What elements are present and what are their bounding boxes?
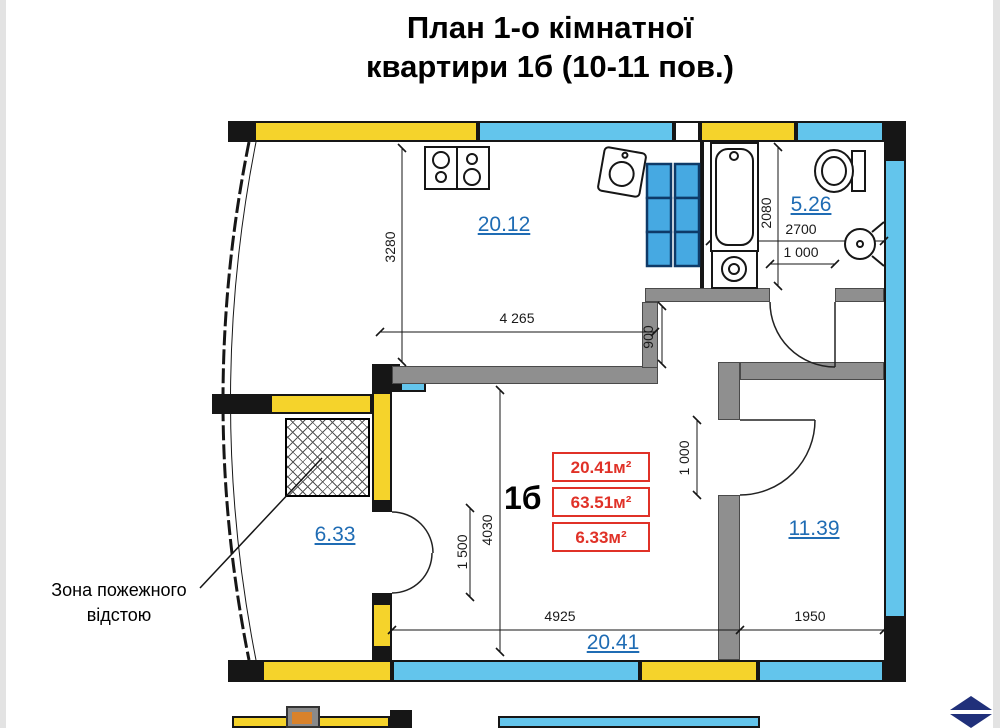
wall-segment: [884, 618, 906, 682]
dim-living-depth: 4030: [479, 514, 495, 546]
next-plan-fragment: [498, 716, 760, 728]
dim-bath-width: 2700: [785, 221, 817, 237]
interior-wall: [835, 288, 884, 302]
wall-segment: [372, 392, 392, 502]
dim-balcony-door: 1 500: [454, 534, 470, 570]
dim-kitchen-width: 4 265: [499, 310, 535, 326]
wall-segment: [372, 502, 392, 512]
wall-segment: [700, 121, 796, 142]
wall-segment: [392, 660, 640, 682]
viewer-scroll-control[interactable]: [948, 694, 994, 728]
scroll-down-icon[interactable]: [950, 714, 992, 728]
wall-segment: [478, 121, 674, 142]
unit-total-area: 63.51м²: [552, 487, 650, 517]
unit-number: 1б: [504, 480, 542, 516]
room-label-balcony: 6.33: [314, 523, 356, 546]
facade-curve: [221, 141, 257, 661]
dim-bath-depth: 2080: [758, 197, 774, 229]
next-plan-fragment: [390, 710, 412, 728]
wall-segment: [254, 121, 478, 142]
stove-icon: [424, 146, 490, 190]
kitchen-sink-icon: [597, 146, 647, 198]
wall-segment: [372, 648, 392, 662]
wall-segment: [228, 660, 264, 682]
wall-segment: [758, 660, 884, 682]
next-plan-fragment: [292, 712, 312, 724]
bathroom-door-arc: [769, 301, 836, 368]
wall-segment: [372, 593, 392, 603]
plan-title: План 1-о кімнатної квартири 1б (10-11 по…: [200, 8, 900, 86]
fire-zone-hatch: [285, 418, 370, 497]
dim-kitchen-depth: 3280: [382, 231, 398, 263]
cabinet-icon: [645, 162, 701, 268]
dim-bedroom-door: 1 000: [676, 440, 692, 476]
corner-sink-icon: [844, 221, 885, 267]
wall-segment: [884, 121, 906, 159]
interior-wall: [718, 495, 740, 660]
interior-wall: [718, 362, 740, 420]
balcony-door-arc: [391, 552, 433, 594]
bedroom-door-arc: [739, 419, 816, 496]
room-label-bedroom: 11.39: [788, 517, 840, 540]
toilet-icon: [814, 149, 866, 193]
wall-segment: [262, 660, 392, 682]
dim-living-width: 4925: [544, 608, 576, 624]
fire-zone-label-line2: відстою: [86, 605, 152, 625]
wall-segment: [796, 121, 884, 142]
washing-machine-icon: [711, 250, 758, 289]
interior-wall: [700, 141, 704, 288]
unit-living-area: 20.41м²: [552, 452, 650, 482]
fire-zone-pointer-line: [199, 457, 323, 589]
wall-segment: [884, 159, 906, 618]
page-gutter-right: [993, 0, 1000, 728]
dim-bath-door: 1 000: [783, 244, 819, 260]
room-label-kitchen: 20.12: [477, 213, 531, 236]
balcony-door-arc: [391, 511, 434, 554]
fire-zone-label: Зона пожежного відстою: [28, 578, 210, 628]
wall-segment: [270, 394, 372, 414]
wall-segment: [228, 121, 256, 142]
bathtub-icon: [710, 142, 759, 252]
wall-segment: [212, 394, 270, 414]
interior-wall: [645, 288, 770, 302]
room-label-living: 20.41: [586, 631, 640, 654]
door-arcs: [391, 301, 836, 594]
scroll-up-icon[interactable]: [950, 696, 992, 710]
unit-balcony-area: 6.33м²: [552, 522, 650, 552]
dim-hall-passage: 900: [640, 325, 656, 349]
fire-zone-label-line1: Зона пожежного: [51, 580, 187, 600]
room-label-bathroom: 5.26: [790, 193, 832, 216]
wall-segment: [674, 121, 700, 142]
dimension-lines: [375, 142, 889, 657]
plan-title-line2: квартири 1б (10-11 пов.): [366, 49, 734, 84]
unit-areas-box: 20.41м² 63.51м² 6.33м²: [552, 452, 650, 557]
interior-wall: [392, 366, 658, 384]
wall-segment: [640, 660, 758, 682]
plan-title-line1: План 1-о кімнатної: [406, 10, 694, 45]
dim-bedroom-width: 1950: [794, 608, 826, 624]
page-gutter-left: [0, 0, 6, 728]
